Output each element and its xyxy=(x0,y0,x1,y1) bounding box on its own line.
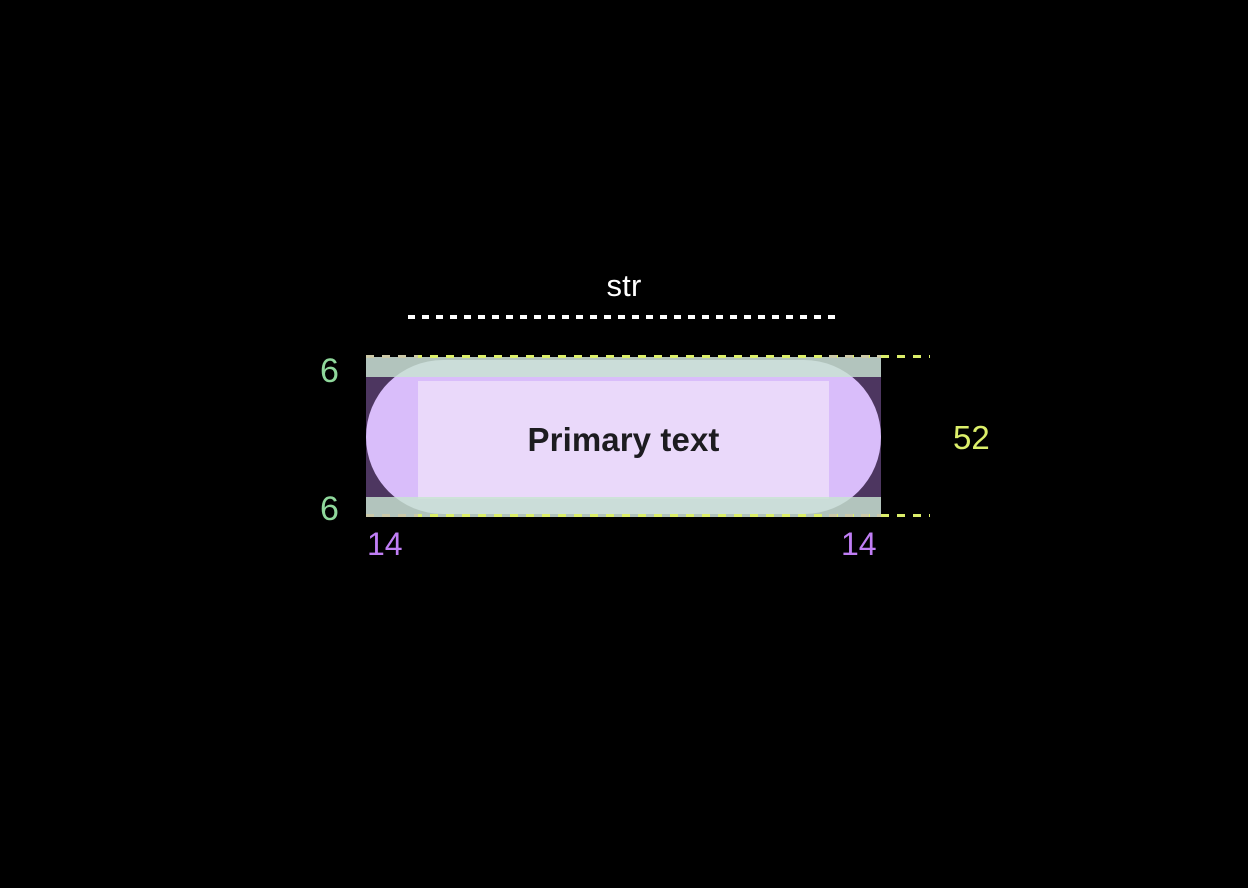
padding-top-value: 6 xyxy=(320,352,339,390)
height-value: 52 xyxy=(953,419,990,456)
padding-left-value: 14 xyxy=(367,526,403,562)
component-width-dashed-rule xyxy=(408,315,840,319)
padding-bottom-value: 6 xyxy=(320,490,339,528)
pill-button[interactable]: Primary text xyxy=(366,360,881,514)
component-name-label: str xyxy=(606,268,642,303)
height-extension-line-top xyxy=(881,355,930,358)
corner-dash-bottom-left xyxy=(366,514,418,517)
corner-dash-top-left xyxy=(366,355,418,358)
element-padding-box[interactable]: Primary text xyxy=(366,357,881,517)
top-padding-region xyxy=(366,357,881,377)
corner-dash-top-right xyxy=(829,355,881,358)
corner-dash-bottom-right xyxy=(829,514,881,517)
bottom-padding-region xyxy=(366,497,881,517)
content-area: Primary text xyxy=(418,381,829,499)
height-extension-line-bottom xyxy=(881,514,930,517)
primary-text-label: Primary text xyxy=(527,421,720,458)
padding-right-value: 14 xyxy=(841,526,877,562)
